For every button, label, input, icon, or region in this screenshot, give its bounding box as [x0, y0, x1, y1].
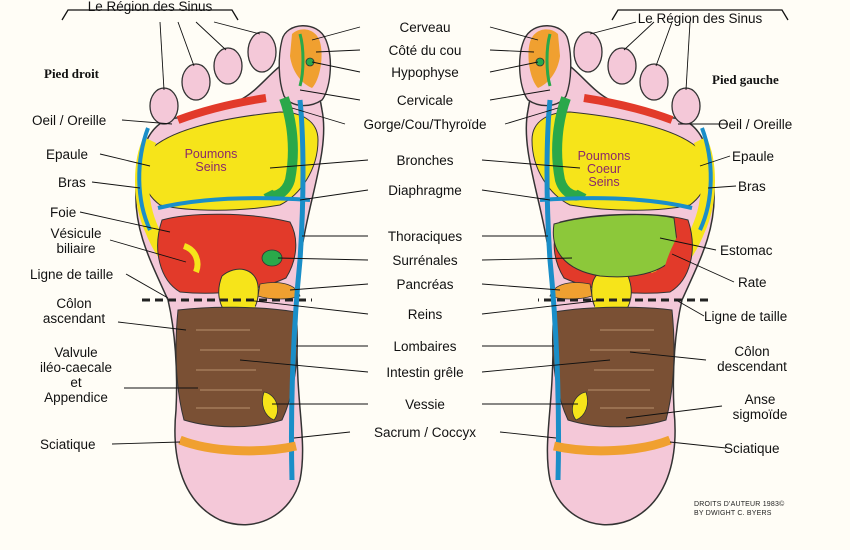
label-left-valvule-line4: Appendice — [44, 390, 108, 405]
label-left-valvule-line1: Valvule — [54, 345, 98, 360]
sinus-region-left: Le Région des Sinus — [87, 0, 213, 14]
label-cote-du-cou: Côté du cou — [388, 43, 462, 58]
label-right-colon: Côlon descendant — [704, 344, 800, 374]
label-cerveau: Cerveau — [399, 20, 451, 35]
label-right-rate: Rate — [738, 275, 767, 290]
label-cervicale: Cervicale — [396, 93, 454, 108]
label-left-colon-line2: ascendant — [42, 311, 106, 326]
label-right-anse-line2: sigmoïde — [732, 407, 788, 422]
label-gorge-cou-thyroide: Gorge/Cou/Thyroïde — [363, 117, 487, 132]
label-left-oeil-oreille: Oeil / Oreille — [32, 113, 107, 128]
label-right-sciatique: Sciatique — [724, 441, 780, 456]
label-left-valvule-line3: et — [70, 375, 82, 390]
left-foot-title: Pied gauche — [712, 72, 779, 87]
label-right-epaule: Epaule — [732, 149, 775, 164]
right-foot-title: Pied droit — [44, 66, 100, 81]
sinus-region-right: Le Région des Sinus — [637, 11, 763, 26]
inner-label-right-lungs-line3: Seins — [588, 175, 620, 189]
label-left-vesicule-line1: Vésicule — [50, 226, 102, 241]
label-left-epaule: Epaule — [46, 147, 89, 162]
label-pancreas: Pancréas — [396, 277, 454, 292]
inner-label-right-lungs-line1: Poumons — [577, 149, 631, 163]
label-right-anse-line1: Anse — [744, 392, 776, 407]
label-left-colon-line1: Côlon — [56, 296, 92, 311]
label-right-colon-line1: Côlon — [734, 344, 770, 359]
label-left-vesicule: Vésicule biliaire — [40, 226, 112, 256]
label-right-colon-line2: descendant — [717, 359, 787, 374]
label-thoraciques: Thoraciques — [387, 229, 463, 244]
label-left-sciatique: Sciatique — [40, 437, 96, 452]
label-vessie: Vessie — [405, 397, 445, 412]
inner-label-left-lungs-line2: Seins — [195, 160, 227, 174]
label-hypophyse: Hypophyse — [391, 65, 459, 80]
label-right-estomac: Estomac — [720, 243, 773, 258]
label-right-oeil-oreille: Oeil / Oreille — [718, 117, 793, 132]
label-right-anse: Anse sigmoïde — [718, 392, 802, 422]
label-sacrum-coccyx: Sacrum / Coccyx — [373, 425, 477, 440]
label-intestin-grele: Intestin grêle — [386, 365, 464, 380]
label-right-ligne-de-taille: Ligne de taille — [704, 309, 788, 324]
copyright-notice: DROITS D'AUTEUR 1983© BY DWIGHT C. BYERS — [694, 500, 784, 518]
label-right-bras: Bras — [738, 179, 766, 194]
copyright-line2: BY DWIGHT C. BYERS — [694, 510, 772, 517]
label-left-vesicule-line2: biliaire — [56, 241, 96, 256]
label-lombaires: Lombaires — [393, 339, 457, 354]
label-reins: Reins — [407, 307, 443, 322]
label-left-valvule: Valvule iléo-caecale et Appendice — [28, 345, 124, 405]
label-surrenales: Surrénales — [392, 253, 458, 268]
inner-label-left-lungs: Poumons Seins — [176, 148, 246, 174]
inner-label-right-lungs: Poumons Coeur Seins — [564, 150, 644, 189]
inner-label-right-lungs-line2: Coeur — [586, 162, 622, 176]
label-left-colon: Côlon ascendant — [32, 296, 116, 326]
inner-label-left-lungs-line1: Poumons — [184, 147, 238, 161]
label-left-foie: Foie — [50, 205, 77, 220]
label-left-ligne-de-taille: Ligne de taille — [30, 267, 114, 282]
copyright-line1: DROITS D'AUTEUR 1983© — [694, 501, 785, 508]
label-bronches: Bronches — [396, 153, 454, 168]
label-diaphragme: Diaphragme — [388, 183, 462, 198]
label-left-bras: Bras — [58, 175, 86, 190]
label-left-valvule-line2: iléo-caecale — [39, 360, 113, 375]
